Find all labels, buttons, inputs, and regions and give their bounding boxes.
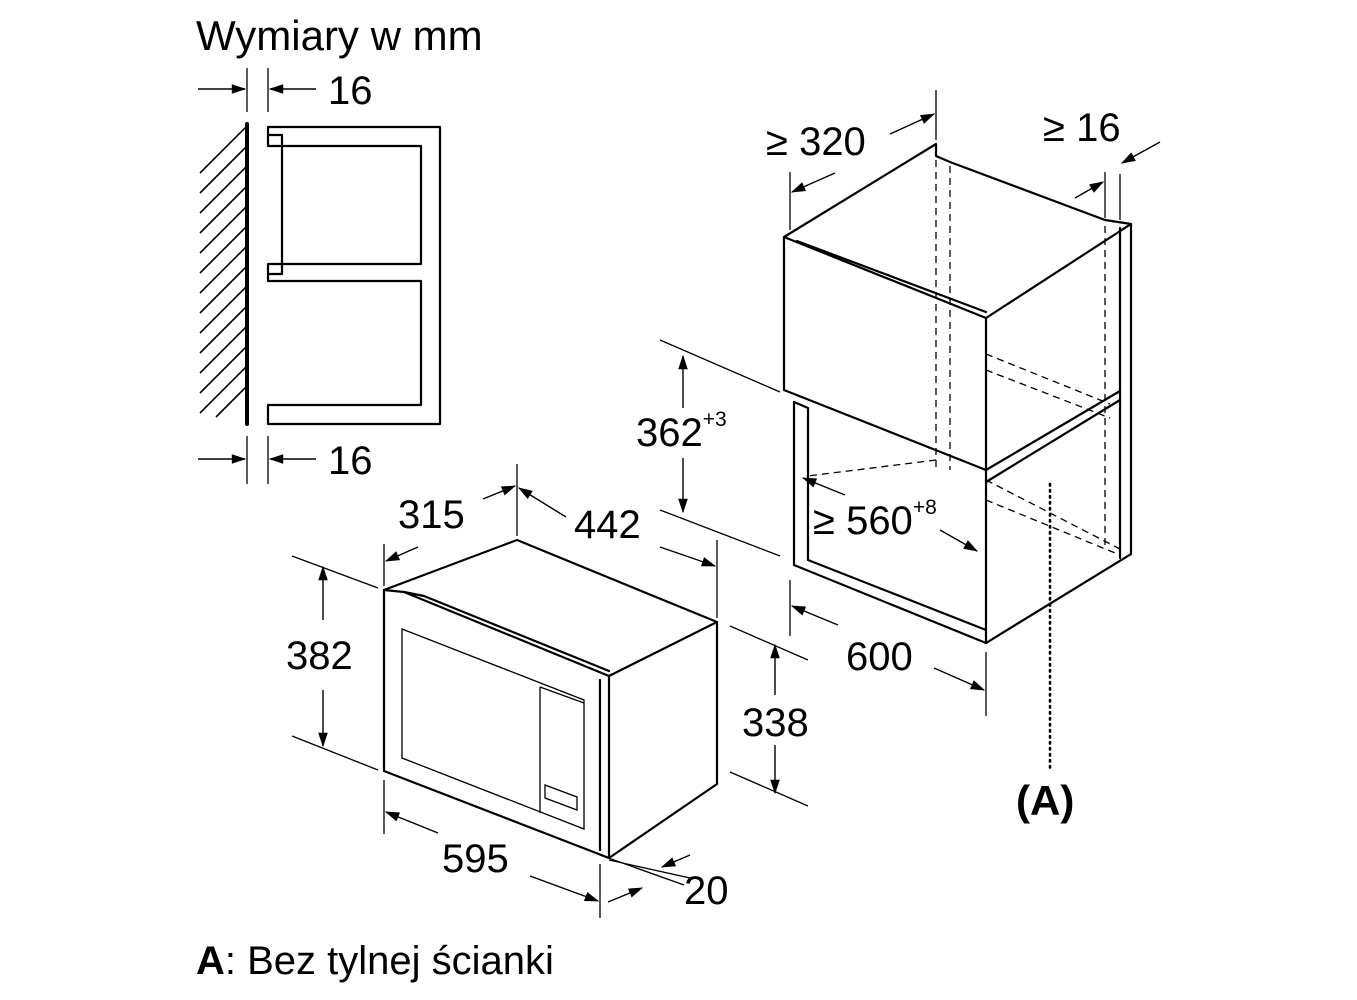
- dim-label-600: 600: [846, 635, 913, 679]
- cabinet-section: [266, 125, 442, 426]
- callout-a: (A): [1016, 482, 1074, 824]
- dim-label-cabinet-side: ≥ 16: [1043, 106, 1121, 150]
- dim-appliance-width-top: 442: [517, 487, 718, 618]
- dim-label-382: 382: [286, 634, 353, 678]
- dim-appliance-height-body: 338: [729, 625, 809, 807]
- dim-label-595: 595: [442, 837, 509, 881]
- dim-label-315: 315: [398, 493, 465, 537]
- dim-cabinet-depth: ≥ 320: [766, 90, 937, 230]
- footnote-text: : Bez tylnej ścianki: [225, 939, 554, 983]
- dim-label-16-bottom: 16: [328, 439, 373, 483]
- dim-label-338: 338: [742, 701, 809, 745]
- dim-appliance-width-front: 595: [383, 780, 601, 918]
- dim-cabinet-side: ≥ 16: [1043, 106, 1161, 220]
- dim-appliance-depth: 315: [383, 464, 518, 586]
- footnote-key: A: [196, 939, 225, 983]
- dim-frame-depth: 20: [599, 854, 729, 913]
- dim-label-20: 20: [684, 869, 729, 913]
- dim-label-niche-height: 362+3: [636, 408, 727, 455]
- dim-label-442: 442: [574, 503, 641, 547]
- dim-niche-height: 362+3: [636, 339, 781, 557]
- drawing-title: Wymiary w mm: [196, 12, 483, 59]
- cabinet: [782, 142, 1133, 645]
- dim-label-niche-width: ≥ 560+8: [813, 496, 937, 543]
- side-dim-top: 16: [198, 68, 373, 113]
- side-view: 16 16: [198, 68, 442, 484]
- dim-label-16-top: 16: [328, 69, 373, 113]
- callout-a-label: (A): [1016, 777, 1074, 824]
- appliance: [382, 538, 719, 860]
- dim-label-cabinet-depth: ≥ 320: [766, 120, 866, 164]
- footnote: A: Bez tylnej ścianki: [196, 939, 554, 983]
- dim-cabinet-width: 600: [789, 580, 987, 716]
- dim-appliance-height-front: 382: [286, 555, 379, 771]
- dim-niche-width: ≥ 560+8: [801, 477, 979, 552]
- side-dim-bottom: 16: [198, 436, 373, 484]
- wall-hatching: [199, 122, 249, 426]
